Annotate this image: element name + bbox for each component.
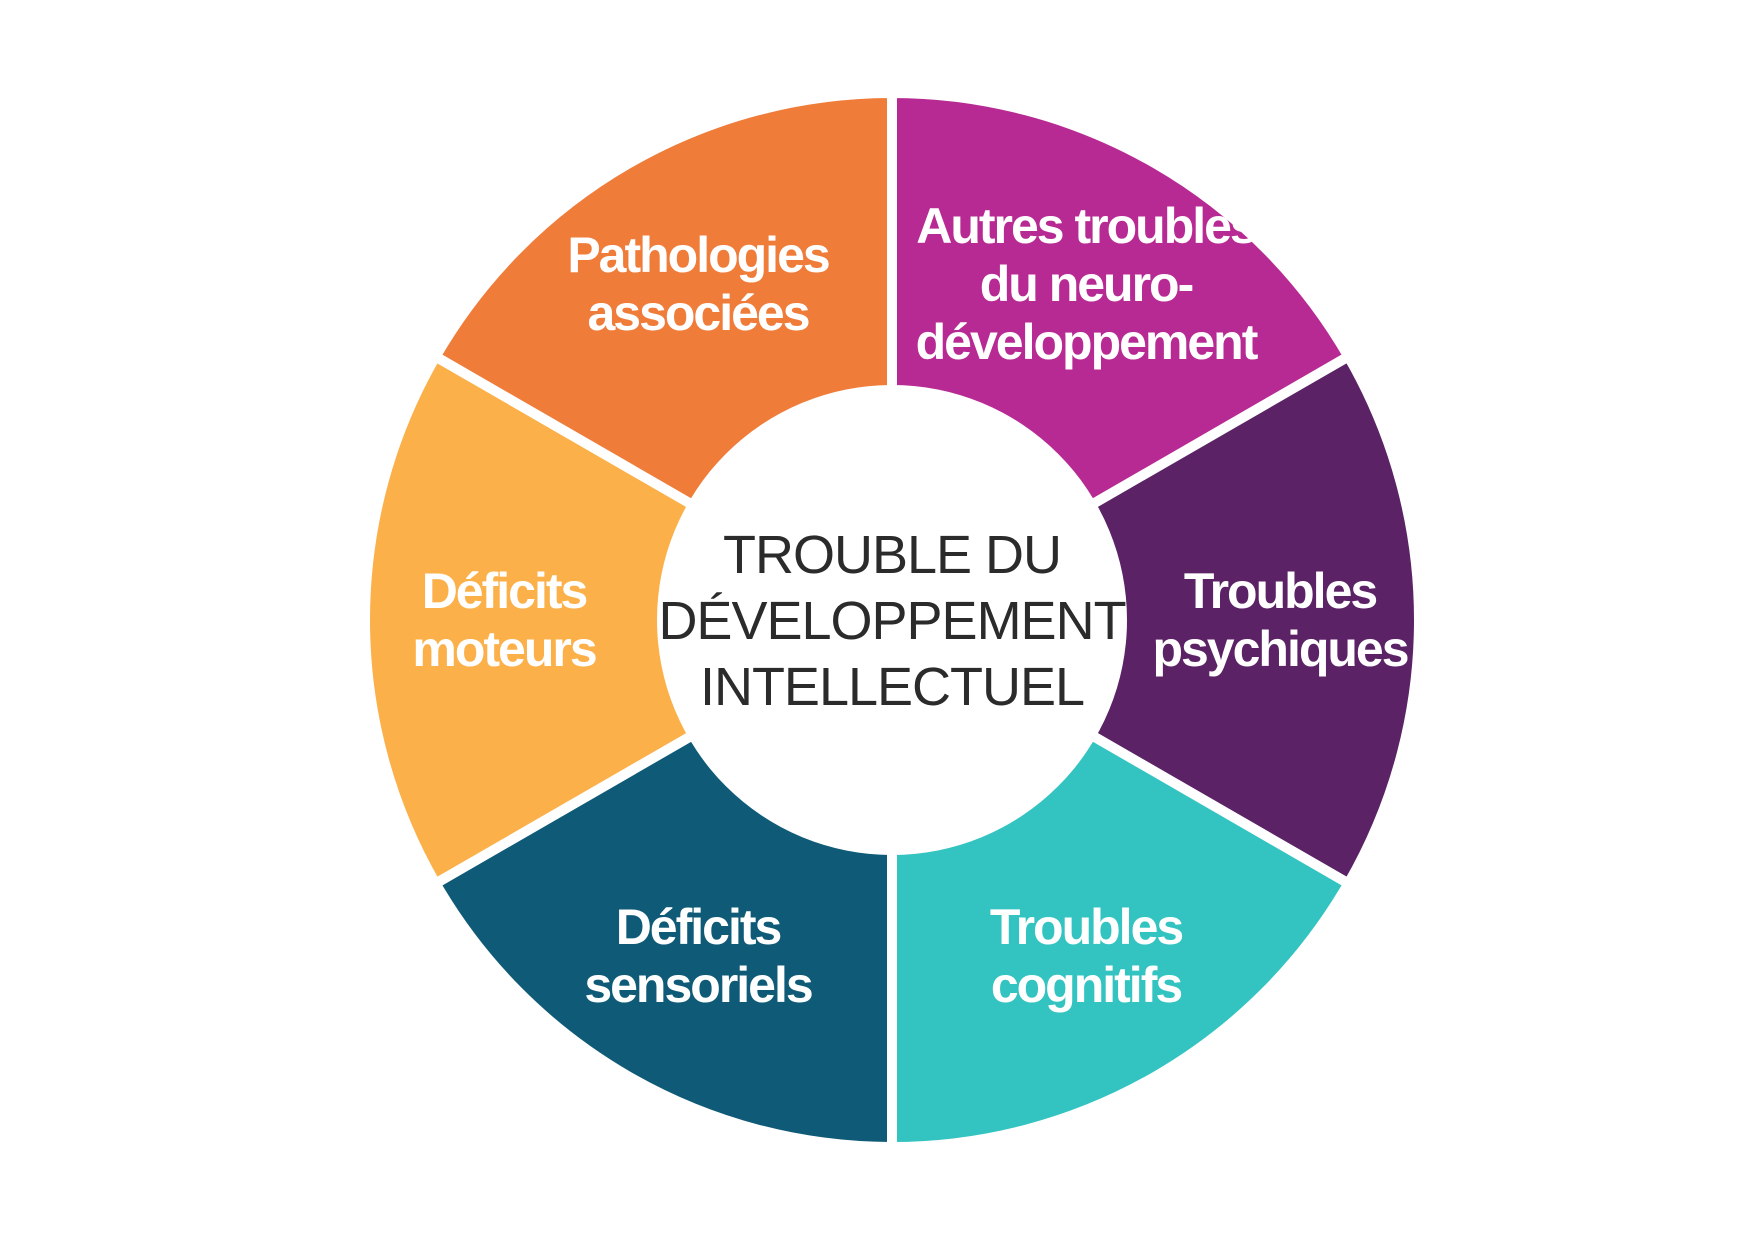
segment-deficits-moteurs bbox=[360, 349, 903, 891]
segment-label-line: Autres troubles bbox=[916, 198, 1256, 254]
segment-label-line: moteurs bbox=[412, 621, 595, 677]
center-title-line: TROUBLE DU bbox=[723, 525, 1061, 585]
segment-label-line: psychiques bbox=[1152, 621, 1407, 677]
center-title-line: DÉVELOPPEMENT bbox=[658, 591, 1125, 651]
segment-label-line: développement bbox=[916, 314, 1259, 370]
segment-label-line: Pathologies bbox=[567, 227, 829, 283]
segment-label-line: Déficits bbox=[422, 563, 587, 619]
segment-label-line: Troubles bbox=[1184, 563, 1377, 619]
segment-label-line: associées bbox=[587, 285, 808, 341]
segment-label-line: cognitifs bbox=[991, 957, 1182, 1013]
segment-label-line: du neuro- bbox=[980, 256, 1193, 312]
segment-label-line: Déficits bbox=[616, 899, 781, 955]
center-title-line: INTELLECTUEL bbox=[700, 657, 1084, 717]
center-disc bbox=[657, 385, 1127, 855]
segment-troubles-psychiques bbox=[881, 349, 1424, 891]
segment-label-line: Troubles bbox=[990, 899, 1183, 955]
segment-label-line: sensoriels bbox=[584, 957, 812, 1013]
